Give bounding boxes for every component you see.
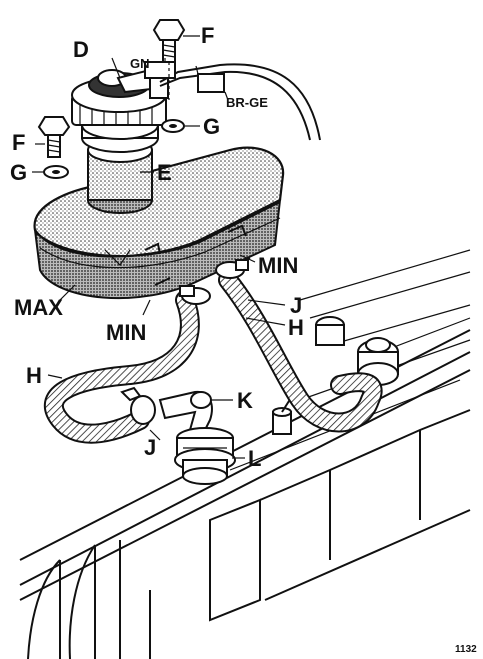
label-j-lower: J	[144, 435, 156, 460]
cap-with-sensor	[71, 68, 169, 126]
washer-right	[161, 119, 185, 133]
engine-block	[19, 249, 471, 659]
label-min-lower: MIN	[106, 320, 146, 345]
hose-left	[44, 290, 200, 444]
label-k: K	[237, 388, 253, 413]
clamp-lower	[120, 386, 156, 425]
washer-left	[43, 165, 69, 179]
clamp-tank-left	[179, 285, 211, 305]
leader-lines	[32, 35, 286, 459]
label-g-left: G	[10, 160, 27, 185]
label-e: E	[157, 160, 172, 185]
label-f-left: F	[12, 130, 25, 155]
figure-number: 1132	[455, 644, 477, 655]
label-l: L	[248, 446, 261, 471]
label-g-right: G	[203, 114, 220, 139]
label-h-left: H	[26, 363, 42, 388]
label-br-ge: BR-GE	[226, 95, 268, 110]
label-h-right: H	[288, 315, 304, 340]
label-gn: GN	[130, 56, 150, 71]
label-d: D	[73, 37, 89, 62]
hose-right	[218, 270, 383, 433]
label-f-upper: F	[201, 23, 214, 48]
wires	[144, 61, 321, 141]
thermostat-cover	[174, 427, 236, 485]
label-min-right: MIN	[258, 253, 298, 278]
filler-neck	[81, 110, 159, 214]
bolt-left	[37, 116, 71, 158]
bolt-upper	[152, 19, 186, 63]
label-j-upper: J	[290, 293, 302, 318]
label-max: MAX	[14, 295, 63, 320]
thermostat-housing	[315, 316, 399, 386]
elbow-fitting	[158, 390, 213, 431]
clamp-tank-right	[215, 259, 249, 279]
